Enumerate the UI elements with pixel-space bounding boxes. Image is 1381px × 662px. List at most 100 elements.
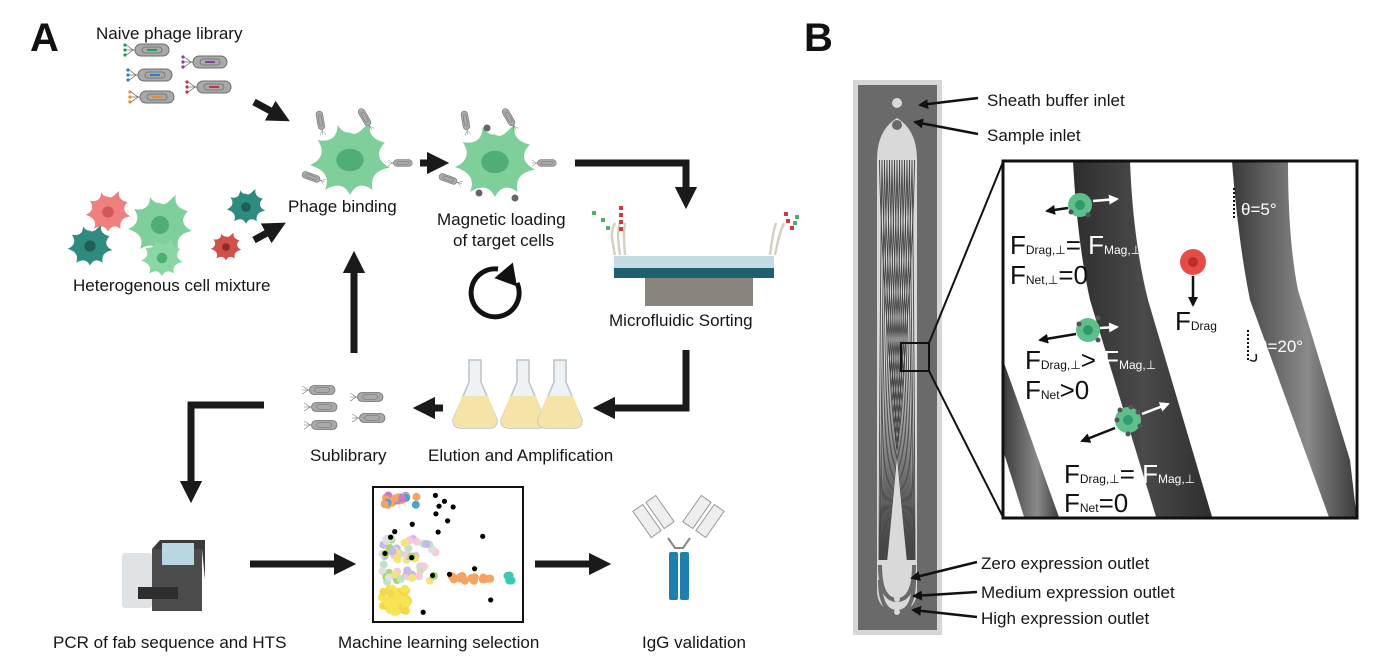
selected-dot xyxy=(382,550,388,557)
high-outlet-label: High expression outlet xyxy=(981,609,1150,628)
selected-dot xyxy=(446,571,453,577)
microfluidic-sorting-label: Microfluidic Sorting xyxy=(609,311,753,330)
scatter-dot xyxy=(389,597,398,606)
chip-ridge xyxy=(909,159,915,561)
antibody-icon xyxy=(632,494,725,600)
panel-b-label: B xyxy=(804,16,833,60)
selected-dot xyxy=(409,555,415,561)
scatter-dot xyxy=(505,571,514,580)
net-force-1: FNet,⊥=0 xyxy=(1010,260,1089,290)
chip-ridge xyxy=(880,159,893,561)
bound-cell-2 xyxy=(1076,315,1101,343)
free-cell xyxy=(1180,249,1206,275)
chip-ridge xyxy=(904,159,914,561)
naive-phage-library-icon xyxy=(123,43,232,104)
scatter-dot xyxy=(379,587,388,596)
scatter-dot xyxy=(418,562,427,571)
scatter-dot xyxy=(383,599,392,608)
scatter-dot xyxy=(382,537,391,546)
selected-dot xyxy=(392,529,398,535)
scatter-dot xyxy=(414,572,423,581)
scatter-dot xyxy=(401,606,410,615)
chip-ridge xyxy=(884,159,909,561)
force-eq-2: FDrag,⊥> FMag,⊥ xyxy=(1025,345,1157,375)
sublibrary-icon xyxy=(301,385,386,430)
chip-ridge xyxy=(885,159,910,561)
scatter-dot xyxy=(480,575,489,584)
scatter-dot xyxy=(379,560,388,569)
cycle-icon xyxy=(468,262,522,320)
scatter-dot xyxy=(404,544,413,553)
selected-dot xyxy=(471,566,478,572)
chip-ridge xyxy=(885,159,913,561)
chip-ridge xyxy=(884,159,908,561)
callout-arrows xyxy=(910,96,979,619)
selected-dot xyxy=(433,511,439,517)
selected-dot xyxy=(435,529,441,535)
chip-ridge xyxy=(881,159,895,561)
phage-binding-cell-icon xyxy=(300,107,413,195)
ml-selection-label: Machine learning selection xyxy=(338,633,540,652)
scatter-dot xyxy=(408,573,417,582)
scatter-dot xyxy=(403,566,412,575)
sequencer-icon xyxy=(122,540,205,611)
selected-dot xyxy=(409,521,415,527)
scatter-dot xyxy=(390,570,399,579)
bound-cell-1 xyxy=(1068,193,1092,218)
chip-ridge xyxy=(879,159,885,561)
theta-20-label: θ=20° xyxy=(1258,337,1304,356)
scatter-dot xyxy=(411,500,420,509)
scatter-dot xyxy=(386,589,395,598)
chip-ridge xyxy=(886,159,915,561)
chip-ridge xyxy=(891,159,911,561)
chip-ridge xyxy=(901,159,914,561)
chip-ridge xyxy=(881,159,909,561)
selected-dot xyxy=(445,518,451,524)
scatter-dot xyxy=(458,573,467,582)
chip-ridge xyxy=(894,159,912,561)
sheath-inlet-label: Sheath buffer inlet xyxy=(987,91,1125,110)
scatter-dot xyxy=(380,500,389,509)
chip-ridge xyxy=(911,159,916,561)
cell-mixture-label: Heterogenous cell mixture xyxy=(73,276,271,295)
chip-ridge xyxy=(882,159,900,561)
scatter-dot xyxy=(470,573,479,582)
medium-outlet-label: Medium expression outlet xyxy=(981,583,1175,602)
magnetic-loading-label-line2: of target cells xyxy=(453,231,555,250)
bound-cell-3 xyxy=(1114,404,1143,437)
magnetic-loading-cell-icon xyxy=(437,107,557,202)
selected-dot xyxy=(420,609,426,615)
elution-label: Elution and Amplification xyxy=(428,446,614,465)
magnetic-loading-label-line1: Magnetic loading xyxy=(437,210,566,229)
force-eq-1: FDrag,⊥= FMag,⊥ xyxy=(1010,230,1142,260)
net-force-2: FNet>0 xyxy=(1025,375,1090,405)
microfluidic-chip-icon xyxy=(592,206,799,306)
chip-ridge xyxy=(906,159,915,561)
chip-ridge xyxy=(886,159,910,561)
pcr-hts-label: PCR of fab sequence and HTS xyxy=(53,633,287,652)
chip-ridge xyxy=(880,159,890,561)
scatter-dot xyxy=(400,538,409,547)
scatter-dot xyxy=(388,547,397,556)
chip-ridge xyxy=(896,159,912,561)
naive-library-label: Naive phage library xyxy=(96,24,243,43)
selected-dot xyxy=(450,504,456,510)
chip-ridge xyxy=(883,159,903,561)
ml-scatter-plot xyxy=(372,486,524,623)
microfluidic-chip-overview xyxy=(853,80,1004,635)
theta-5-label: θ=5° xyxy=(1241,200,1277,219)
scatter-dot xyxy=(400,584,409,593)
zero-outlet-label: Zero expression outlet xyxy=(981,554,1150,573)
selected-dot xyxy=(432,492,439,499)
scatter-dot xyxy=(486,574,495,583)
panel-a-graphics xyxy=(67,43,799,623)
flask-icons xyxy=(452,359,583,429)
igg-validation-label: IgG validation xyxy=(642,633,746,652)
sublibrary-label: Sublibrary xyxy=(310,446,387,465)
selected-dot xyxy=(488,597,494,603)
chip-ridge xyxy=(879,159,908,561)
scatter-dot xyxy=(412,492,421,501)
scatter-dot xyxy=(397,595,406,604)
selected-dot xyxy=(441,498,448,504)
chip-ridge xyxy=(878,159,883,561)
